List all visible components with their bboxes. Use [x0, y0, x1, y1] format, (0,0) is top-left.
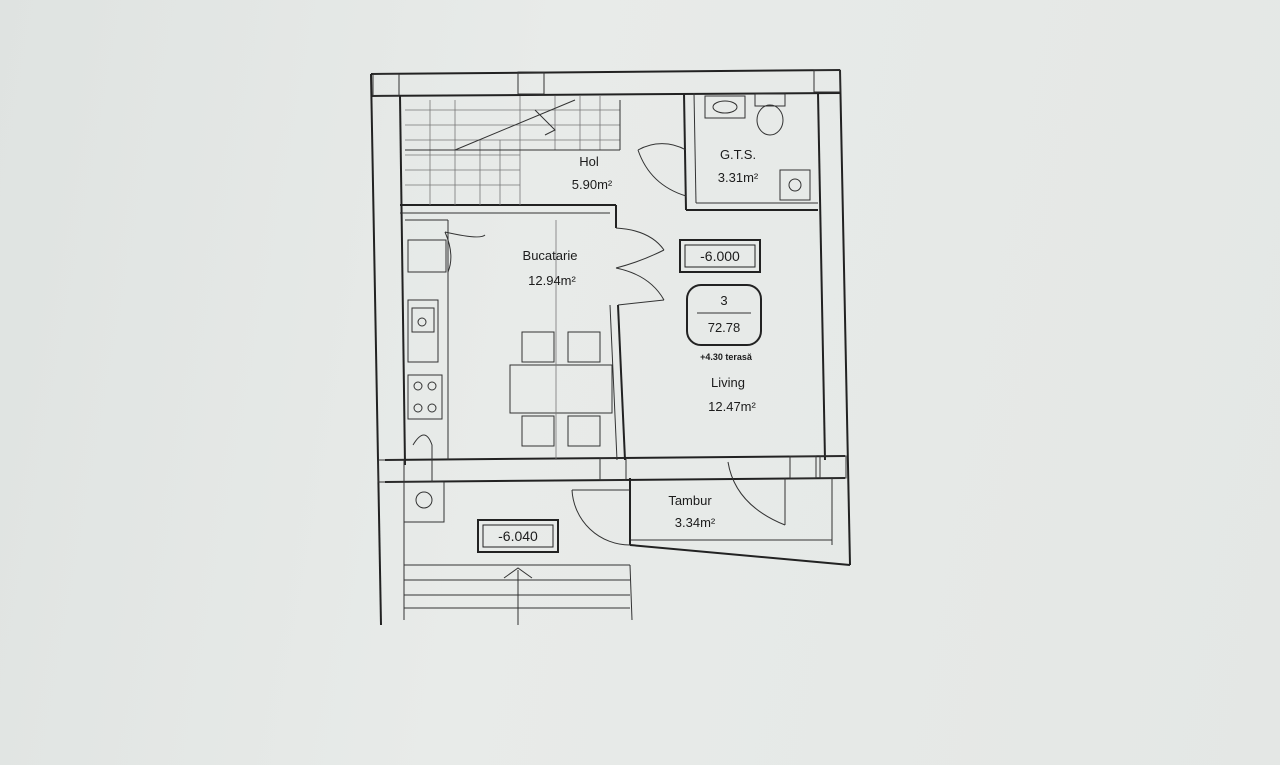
unit-badge	[686, 284, 762, 346]
room-name-tambur: Tambur	[668, 493, 712, 508]
room-area-tambur: 3.34m²	[675, 515, 716, 530]
unit-number: 3	[720, 293, 727, 308]
interior-walls	[400, 92, 818, 621]
kitchen-counter	[405, 219, 449, 509]
room-area-bucatarie: 12.94m²	[528, 273, 576, 288]
staircase	[405, 96, 621, 205]
doors	[444, 143, 786, 546]
entrance-arrow	[503, 567, 533, 625]
unit-area: 72.78	[708, 320, 741, 335]
room-name-bucatarie: Bucatarie	[523, 248, 578, 263]
level-entrance-label: -6.040	[498, 528, 538, 544]
unit-terrace-note: +4.30 terasă	[700, 352, 753, 362]
room-area-hol: 5.90m²	[572, 177, 613, 192]
room-area-living: 12.47m²	[708, 399, 756, 414]
exterior-walls	[370, 69, 851, 626]
bathroom-fixtures	[704, 93, 811, 201]
level-interior-label: -6.000	[700, 248, 740, 264]
room-name-living: Living	[711, 375, 745, 390]
dining-table	[509, 220, 613, 460]
room-name-gts: G.T.S.	[720, 147, 756, 162]
room-name-hol: Hol	[579, 154, 599, 169]
column-markers	[372, 69, 847, 523]
level-marker-interior	[679, 239, 761, 273]
level-marker-entrance	[477, 519, 559, 553]
room-area-gts: 3.31m²	[718, 170, 759, 185]
